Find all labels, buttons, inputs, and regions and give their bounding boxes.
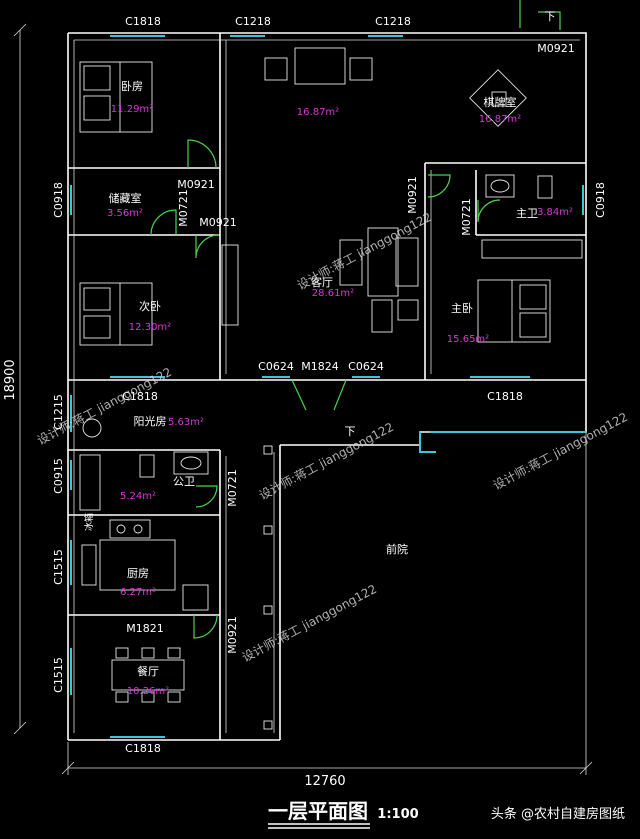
room-area-bedroom-w: 12.30m² [129,322,171,333]
room-name-kitchen: 厨房 [127,567,149,580]
label-m1821: M1821 [126,622,164,635]
room-name-bedroom-nw: 卧房 [121,80,143,93]
room-name-bath-master: 主卫 [516,207,538,220]
label-c0624-b: C0624 [348,360,384,373]
room-area-bedroom-nw: 11.29m² [111,104,153,115]
label-c0624-a: C0624 [258,360,294,373]
room-name-bath-public: 公卫 [173,475,195,488]
label-m0921-living: M0921 [406,176,419,214]
room-area-master: 15.65m² [447,334,489,345]
doors [150,0,561,639]
room-area-dining: 10.26m² [127,686,169,697]
stair-down-mark-a: 下 [545,10,556,23]
walls [67,32,587,741]
room-name-dining: 餐厅 [137,664,159,678]
label-m0921-bed1: M0921 [177,178,215,191]
label-c1818-bottom: C1818 [125,742,161,755]
label-c0918-left: C0918 [52,182,65,218]
label-m0721-storage: M0721 [177,189,190,227]
label-c1218-b: C1218 [375,15,411,28]
fridge-label: 冰箱 [83,513,95,531]
label-c1515-kitchen: C1515 [52,549,65,585]
room-area-sunroom: 5.63m² [168,417,204,428]
room-names: 卧房 11.29m² 储藏室 3.56m² 次卧 12.30m² 阳光房 5.6… [83,80,573,697]
room-area-hall-top: 16.87m² [297,107,339,118]
room-name-master: 主卧 [451,302,473,315]
label-m0721-pub: M0721 [226,469,239,507]
label-c1818-top: C1818 [125,15,161,28]
room-area-bath-master: 3.84m² [537,207,573,218]
label-c1818-bed2: C1818 [122,390,158,403]
opening-labels: C1818 C1218 C1218 M0921 M0921 M0721 C091… [52,10,607,755]
label-m1824: M1824 [301,360,339,373]
label-m0721-bath: M0721 [460,198,473,236]
label-m0921-top-right: M0921 [537,42,575,55]
overall-depth-dimension: 18900 [3,359,18,400]
room-area-living: 28.61m² [312,288,354,299]
room-area-chess: 16.87m² [479,114,521,125]
label-c1515-dining: C1515 [52,657,65,693]
label-m0921-dining: M0921 [226,616,239,654]
room-area-storage: 3.56m² [107,208,143,219]
drawing-scale: 1:100 [377,807,418,822]
room-area-kitchen: 6.27m² [120,587,156,598]
label-c0918-right: C0918 [594,182,607,218]
label-c1218-a: C1218 [235,15,271,28]
label-c1818-master: C1818 [487,390,523,403]
room-name-chess: 棋牌室 [484,95,517,109]
room-name-sunroom: 阳光房 [134,414,167,428]
furniture [79,47,583,730]
label-m0921-bed2: M0921 [199,216,237,229]
overall-width-dimension: 12760 [304,774,345,789]
dimension-lines [13,23,593,775]
room-name-storage: 储藏室 [109,191,142,205]
drawing-title-block: 一层平面图 1:100 头条 @农村自建房图纸 [268,799,625,829]
source-credit: 头条 @农村自建房图纸 [491,806,625,822]
stair-down-mark-b: 下 [345,425,356,438]
drawing-title: 一层平面图 [268,799,368,823]
room-name-living: 客厅 [311,275,333,289]
room-name-bedroom-w: 次卧 [139,299,161,313]
label-c1215: C1215 [52,394,65,430]
label-c0915: C0915 [52,458,65,494]
room-area-bath-public: 5.24m² [120,491,156,502]
room-name-yard: 前院 [386,542,408,556]
windows [70,35,586,738]
